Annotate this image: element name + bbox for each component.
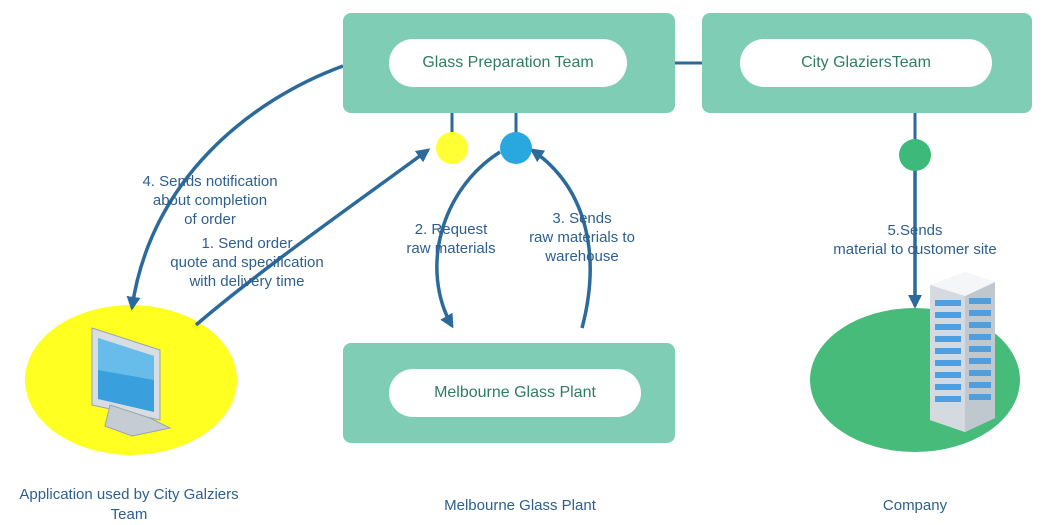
step4-label: 4. Sends notification about completion o… [142,173,278,228]
green-node-dot [899,139,931,171]
arrow-step1 [194,148,431,327]
arrow-step2 [435,150,501,329]
city-glaziers-team-box: City GlaziersTeam [702,13,1032,113]
step2-label: 2. Request raw materials [406,221,496,257]
step3-label: 3. Sends raw materials to warehouse [529,210,635,265]
glass-preparation-team-box: Glass Preparation Team [343,13,675,113]
city-glaziers-team-label: City GlaziersTeam [740,39,992,87]
office-building-icon [930,272,995,432]
melbourne-glass-plant-label: Melbourne Glass Plant [389,369,641,417]
computer-monitor-icon [91,327,172,437]
melbourne-glass-plant-box: Melbourne Glass Plant [343,343,675,443]
plant-caption: Melbourne Glass Plant [444,497,596,514]
step1-label: 1. Send order quote and specification wi… [170,235,324,290]
yellow-node-dot [436,132,468,164]
company-caption: Company [882,497,948,514]
blue-node-dot [500,132,532,164]
step5-label: 5.Sends material to customer site [833,222,997,258]
application-caption: Application used by City Galziers Team [19,486,239,523]
arrow-step3 [529,148,592,329]
glass-preparation-team-label: Glass Preparation Team [389,39,627,87]
arrow-step4 [126,64,344,311]
